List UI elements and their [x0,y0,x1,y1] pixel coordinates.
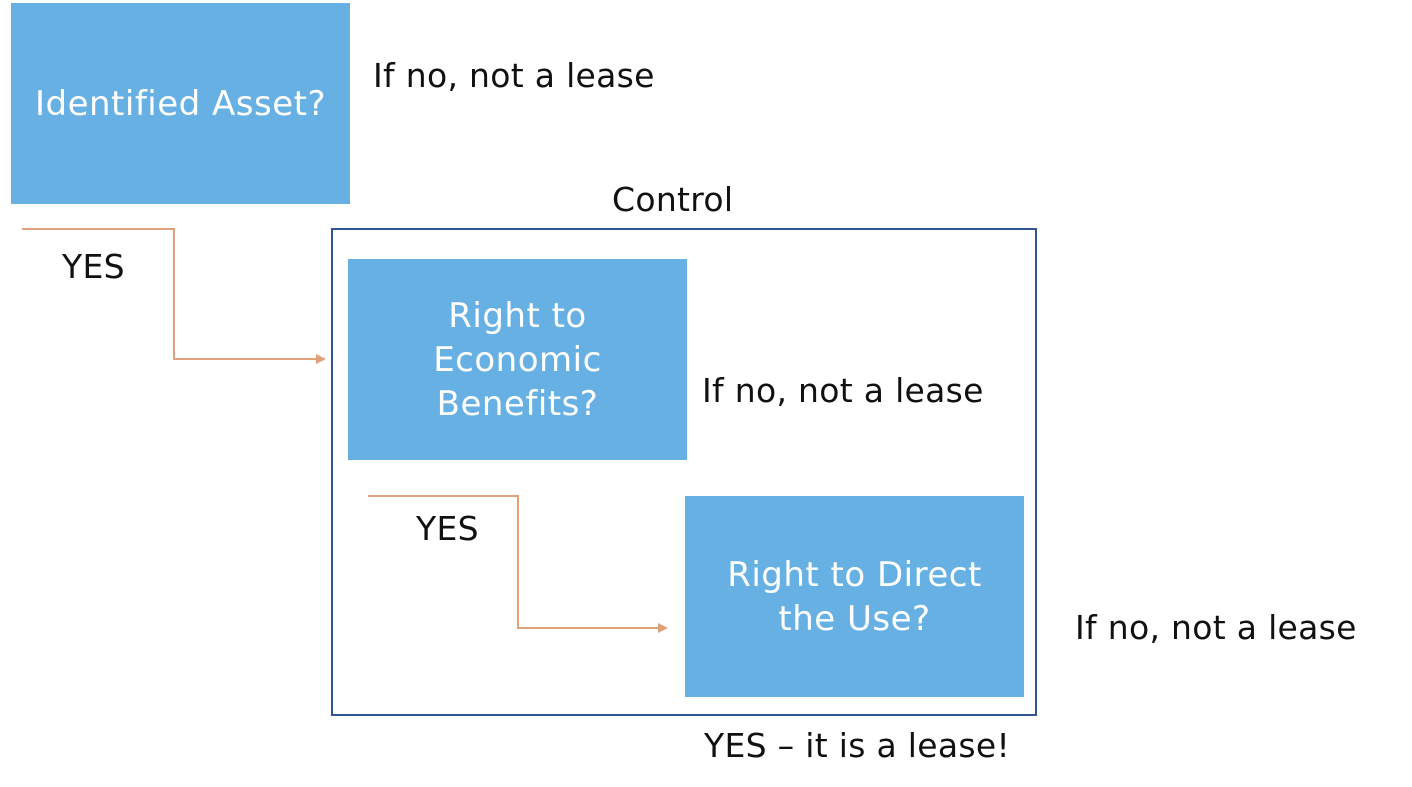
node-identified-asset: Identified Asset? [11,3,350,204]
node-economic-benefits: Right to Economic Benefits? [348,259,687,460]
arrowhead-to-benefits [316,354,326,364]
no-outcome-direct: If no, not a lease [1075,608,1357,647]
node-direct-use: Right to Direct the Use? [685,496,1024,697]
no-outcome-asset: If no, not a lease [373,56,655,95]
yes-label-second: YES [416,509,479,548]
control-group-label: Control [612,180,734,219]
final-outcome-label: YES – it is a lease! [704,726,1011,765]
no-outcome-benefits: If no, not a lease [702,371,984,410]
yes-label-first: YES [62,247,125,286]
control-group-frame [331,228,1037,716]
